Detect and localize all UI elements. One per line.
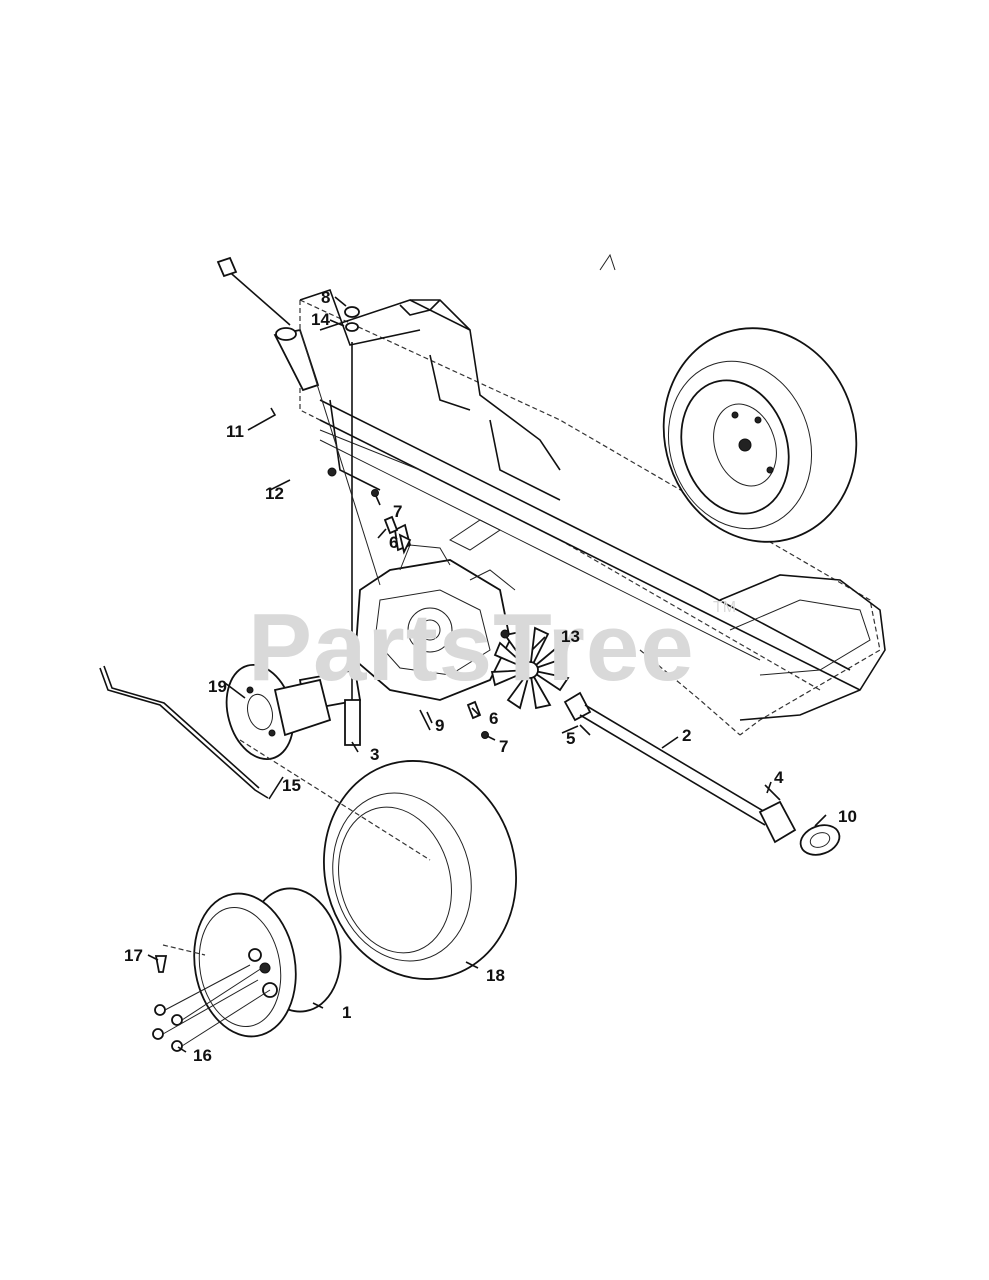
callout-10: 10 <box>838 807 857 826</box>
callout-2: 2 <box>682 726 691 745</box>
callout-3: 3 <box>370 745 379 764</box>
callout-13: 13 <box>561 627 580 646</box>
valve-stem <box>154 944 206 973</box>
callout-18: 18 <box>486 966 505 985</box>
wheel-rim <box>193 887 342 1038</box>
watermark: PartsTree <box>248 594 695 701</box>
callout-11: 11 <box>226 422 244 441</box>
wheel-hub-flange <box>225 664 332 760</box>
callout-labels: 1 2 3 4 5 6 6 7 7 8 9 10 11 12 13 14 15 … <box>124 288 857 1065</box>
callout-6-lower: 6 <box>489 709 498 728</box>
callout-1: 1 <box>342 1003 351 1022</box>
pivot-bolt <box>344 306 361 746</box>
callout-17: 17 <box>124 946 143 965</box>
callout-6-upper: 6 <box>389 533 398 552</box>
callout-5: 5 <box>566 729 575 748</box>
watermark-tm: TM <box>713 599 736 616</box>
lug-nuts <box>152 964 271 1052</box>
callout-8: 8 <box>321 288 330 307</box>
callout-19: 19 <box>208 677 227 696</box>
transaxle <box>298 523 516 712</box>
leader-lines <box>147 296 827 1053</box>
callout-14: 14 <box>311 310 330 329</box>
callout-4: 4 <box>774 768 784 787</box>
callout-16: 16 <box>193 1046 212 1065</box>
axle-assembly <box>563 691 841 856</box>
callout-12: 12 <box>265 484 284 503</box>
bolt-and-spacer <box>216 256 381 586</box>
callout-9: 9 <box>435 716 444 735</box>
callout-7-lower: 7 <box>499 737 508 756</box>
rear-tire-left <box>239 739 517 980</box>
small-hardware <box>327 467 591 739</box>
chassis-frame <box>299 253 886 736</box>
callout-7-upper: 7 <box>393 502 402 521</box>
brake-rod <box>99 665 269 799</box>
callout-15: 15 <box>282 776 301 795</box>
rear-wheel-right <box>662 327 858 543</box>
